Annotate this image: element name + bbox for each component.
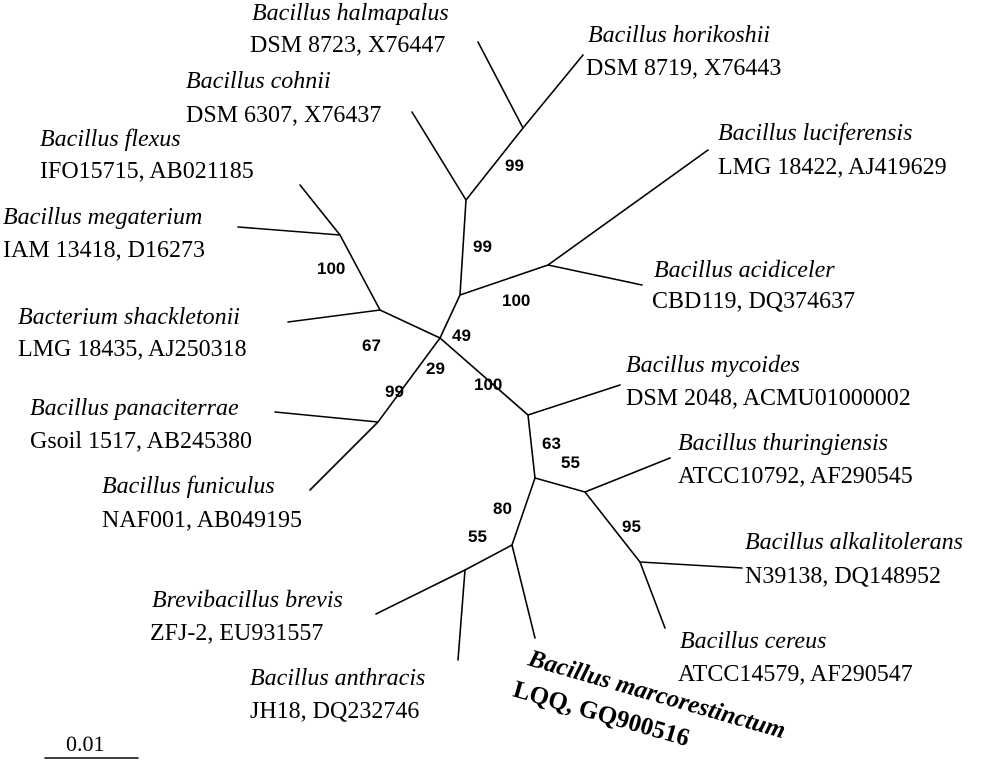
species-name: Bacillus cereus <box>680 628 826 654</box>
bootstrap-value: 29 <box>426 359 445 378</box>
branch-horikoshii <box>522 54 584 129</box>
taxon-label-mycoides: Bacillus mycoides DSM 2048, ACMU01000002 <box>626 352 911 411</box>
taxon-label-acidiceler: Bacillus acidiceler CBD119, DQ374637 <box>652 257 855 314</box>
accession-number: IFO15715, AB021185 <box>40 158 254 184</box>
branch-lower-clade-stem <box>511 477 536 546</box>
taxon-labels: Bacillus halmapalus DSM 8723, X76447 Bac… <box>3 0 963 752</box>
branch-flexus-megaterium-stem <box>339 234 381 311</box>
accession-number: DSM 2048, ACMU01000002 <box>626 385 911 411</box>
bootstrap-value: 95 <box>622 517 641 536</box>
accession-number: LMG 18435, AJ250318 <box>18 336 247 362</box>
species-name: Bacillus flexus <box>40 126 181 152</box>
taxon-label-halmapalus: Bacillus halmapalus DSM 8723, X76447 <box>250 0 449 58</box>
accession-number: DSM 8723, X76447 <box>250 32 445 58</box>
accession-number: ATCC10792, AF290545 <box>678 463 913 489</box>
branch-acidiceler <box>547 264 643 286</box>
taxon-label-panaciterrae: Bacillus panaciterrae Gsoil 1517, AB2453… <box>30 395 252 454</box>
branch-cohnii <box>411 111 467 201</box>
branch-mycoides <box>527 384 621 416</box>
species-name: Bacillus anthracis <box>250 665 425 691</box>
accession-number: LMG 18422, AJ419629 <box>718 154 947 180</box>
species-name: Brevibacillus brevis <box>152 587 343 613</box>
accession-number: IAM 13418, D16273 <box>3 237 205 263</box>
branch-upper-right-clade <box>459 264 549 296</box>
taxon-label-cereus: Bacillus cereus ATCC14579, AF290547 <box>678 628 913 687</box>
species-name: Bacillus alkalitolerans <box>745 529 963 555</box>
branch-luciferensis <box>547 149 709 266</box>
branch-megaterium <box>237 226 341 236</box>
branch-brevis <box>375 569 466 615</box>
species-name: Bacillus horikoshii <box>588 22 770 48</box>
accession-number: ZFJ-2, EU931557 <box>150 620 323 646</box>
branch-thuringiensis-clade <box>534 477 586 493</box>
branch-panaciterrae-clade-stem <box>377 337 441 423</box>
branch-brevis-anthracis-stem <box>464 544 513 571</box>
branch-funiculus <box>309 421 379 491</box>
accession-number: DSM 8719, X76443 <box>586 55 781 81</box>
branch-left-clade-stem <box>379 309 441 339</box>
branch-halmapalus-horikoshii-node <box>465 127 524 201</box>
bootstrap-value: 49 <box>452 326 471 345</box>
species-name: Bacillus acidiceler <box>654 257 835 283</box>
bootstrap-value: 80 <box>493 499 512 518</box>
taxon-label-luciferensis: Bacillus luciferensis LMG 18422, AJ41962… <box>718 120 947 180</box>
accession-number: NAF001, AB049195 <box>102 507 302 533</box>
bootstrap-value: 55 <box>468 527 487 546</box>
bootstrap-value: 99 <box>505 156 524 175</box>
branch-alkalitolerans <box>639 561 743 569</box>
species-name: Bacillus luciferensis <box>718 120 912 146</box>
branch-alkalitolerans-cereus-stem <box>584 491 641 563</box>
branch-panaciterrae <box>274 411 379 423</box>
bootstrap-value: 100 <box>502 291 530 310</box>
accession-number: ATCC14579, AF290547 <box>678 661 913 687</box>
taxon-label-brevis: Brevibacillus brevis ZFJ-2, EU931557 <box>150 587 343 646</box>
branch-cohnii-clade-stem <box>459 199 467 296</box>
taxon-label-cohnii: Bacillus cohnii DSM 6307, X76437 <box>186 68 381 128</box>
accession-number: CBD119, DQ374637 <box>652 288 855 314</box>
bootstrap-values: 99 99 100 100 49 67 29 99 100 63 55 95 8… <box>317 156 641 546</box>
tree-branches <box>237 41 743 661</box>
branch-anthracis <box>457 569 466 661</box>
bootstrap-value: 100 <box>317 259 345 278</box>
branch-cereus <box>639 561 666 629</box>
bootstrap-value: 99 <box>473 237 492 256</box>
scale-bar-label: 0.01 <box>66 731 105 756</box>
branch-shackletonii <box>287 309 381 323</box>
species-name: Bacillus megaterium <box>3 204 202 230</box>
taxon-label-anthracis: Bacillus anthracis JH18, DQ232746 <box>250 665 425 724</box>
species-name: Bacillus mycoides <box>626 352 800 378</box>
accession-number: JH18, DQ232746 <box>250 698 419 724</box>
accession-number: Gsoil 1517, AB245380 <box>30 428 252 454</box>
taxon-label-thuringiensis: Bacillus thuringiensis ATCC10792, AF2905… <box>678 430 913 489</box>
species-name: Bacterium shackletonii <box>18 304 240 330</box>
taxon-label-shackletonii: Bacterium shackletonii LMG 18435, AJ2503… <box>18 304 247 362</box>
branch-thuringiensis <box>584 457 671 493</box>
branch-flexus <box>299 184 341 236</box>
bootstrap-value: 63 <box>542 434 561 453</box>
taxon-label-horikoshii: Bacillus horikoshii DSM 8719, X76443 <box>586 22 781 81</box>
taxon-label-flexus: Bacillus flexus IFO15715, AB021185 <box>40 126 254 184</box>
accession-number: DSM 6307, X76437 <box>186 102 381 128</box>
bootstrap-value: 100 <box>474 375 502 394</box>
branch-cereus-inner-stem <box>527 414 536 479</box>
bootstrap-value: 67 <box>362 336 381 355</box>
species-name: Bacillus halmapalus <box>252 0 449 26</box>
taxon-label-megaterium: Bacillus megaterium IAM 13418, D16273 <box>3 204 205 263</box>
taxon-label-alkalitolerans: Bacillus alkalitolerans N39138, DQ148952 <box>745 529 963 589</box>
bootstrap-value: 99 <box>385 382 404 401</box>
bootstrap-value: 55 <box>561 453 580 472</box>
branch-cereus-group-stem <box>439 337 529 416</box>
accession-number: N39138, DQ148952 <box>745 563 941 589</box>
species-name: Bacillus panaciterrae <box>30 395 239 421</box>
species-name: Bacillus thuringiensis <box>678 430 888 456</box>
branch-marcorestinctum <box>511 544 536 639</box>
species-name: Bacillus funiculus <box>102 473 275 499</box>
taxon-label-funiculus: Bacillus funiculus NAF001, AB049195 <box>102 473 302 533</box>
species-name: Bacillus cohnii <box>186 68 331 94</box>
branch-halmapalus <box>477 41 524 129</box>
scale-bar: 0.01 <box>44 731 139 759</box>
branch-upper-stem <box>439 294 461 339</box>
